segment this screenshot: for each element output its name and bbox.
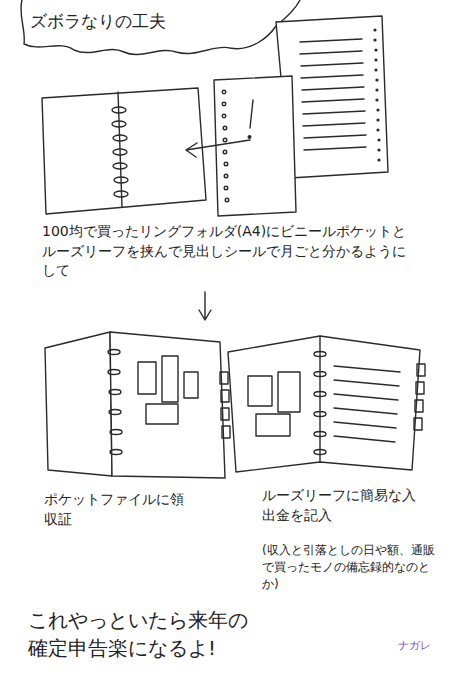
signature-box: ナガレ: [398, 638, 448, 653]
instruction-note-box: 100均で買ったリングフォルダ(A4)にビニールポケットとルーズリーフを挟んで見…: [42, 222, 414, 281]
receipt-note: ポケットファイルに領収証: [44, 490, 184, 529]
title-text: ズボラなりの工夫: [30, 10, 270, 34]
caption-text-box: これやっといたら来年の確定申告楽になるよ!: [28, 606, 254, 662]
aside-note-box: (収入と引落としの日や額、通販で買ったモノの備忘録的なのとか): [262, 542, 442, 592]
pocket-file-binder: [45, 332, 230, 478]
ledger-note-box: ルーズリーフに簡易な入出金を記入: [262, 486, 422, 525]
vinyl-pocket: [214, 76, 296, 216]
caption-text: これやっといたら来年の確定申告楽になるよ!: [28, 606, 254, 662]
instruction-note: 100均で買ったリングフォルダ(A4)にビニールポケットとルーズリーフを挟んで見…: [42, 222, 414, 281]
open-binder: [228, 336, 425, 472]
receipt-note-box: ポケットファイルに領収証: [44, 490, 184, 529]
title-text-box: ズボラなりの工夫: [30, 10, 270, 34]
ledger-note: ルーズリーフに簡易な入出金を記入: [262, 486, 422, 525]
aside-note: (収入と引落としの日や額、通販で買ったモノの備忘録的なのとか): [262, 542, 442, 592]
insert-arrow: [186, 140, 250, 157]
signature: ナガレ: [398, 638, 448, 653]
title-cloud: [21, 0, 300, 55]
ring-binder: [42, 88, 206, 214]
down-arrow: [199, 292, 211, 320]
